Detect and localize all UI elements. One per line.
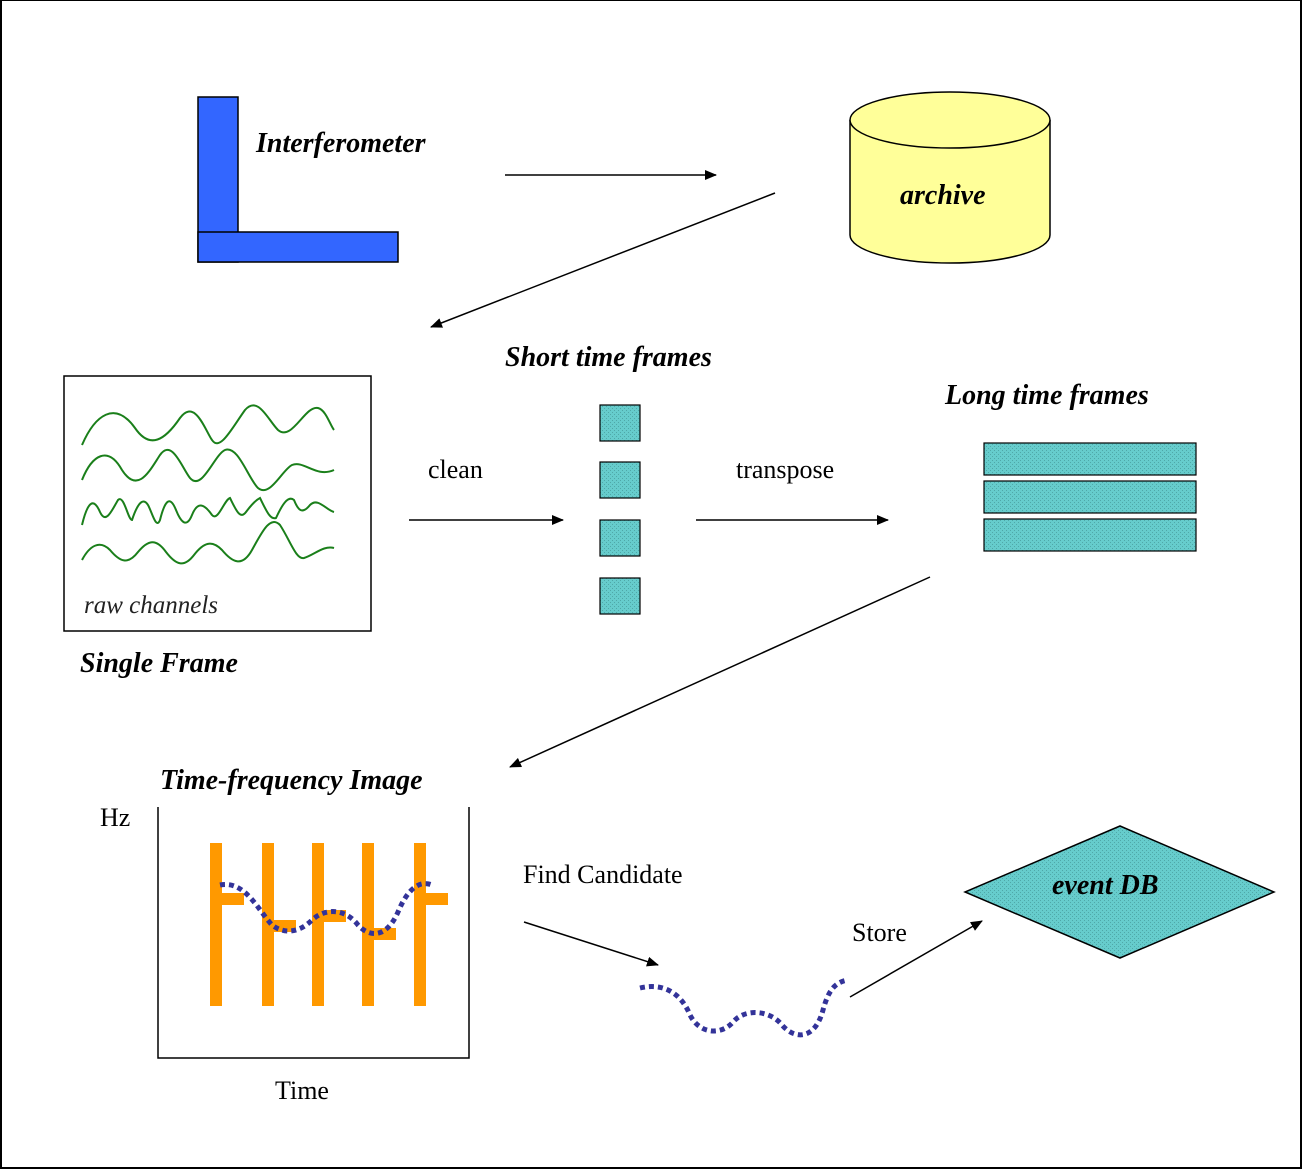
- candidate-track: [639, 977, 849, 1038]
- single-frame-label: Single Frame: [80, 648, 238, 679]
- arrow-to-single-frame: [430, 192, 776, 328]
- archive-cylinder: [849, 91, 1051, 264]
- find-candidate-label: Find Candidate: [523, 860, 683, 889]
- transpose-label: transpose: [736, 455, 835, 484]
- short-time-frames-label: Short time frames: [505, 342, 712, 373]
- long-time-frames: [983, 442, 1197, 552]
- interferometer-label: Interferometer: [256, 128, 426, 159]
- archive-label: archive: [900, 180, 986, 211]
- interferometer-icon: [197, 96, 399, 263]
- arrow-find-candidate: [523, 921, 659, 967]
- event-db-label: event DB: [1052, 870, 1159, 901]
- tf-candidate-track: [219, 881, 433, 937]
- time-axis-label: Time: [275, 1076, 329, 1105]
- raw-channels-label: raw channels: [84, 592, 219, 619]
- short-frame: [599, 404, 641, 442]
- short-frame: [599, 577, 641, 615]
- tf-bars: [210, 843, 448, 1006]
- long-frame: [983, 442, 1197, 476]
- long-frame: [983, 480, 1197, 514]
- hz-axis-label: Hz: [100, 803, 131, 832]
- arrow-to-tf-image: [509, 576, 931, 768]
- short-frame: [599, 519, 641, 557]
- long-frame: [983, 518, 1197, 552]
- short-frame: [599, 461, 641, 499]
- long-time-frames-label: Long time frames: [945, 380, 1149, 411]
- time-frequency-image-label: Time-frequency Image: [160, 765, 423, 796]
- arrow-store: [849, 920, 983, 998]
- clean-label: clean: [428, 455, 483, 484]
- tf-axes: [157, 807, 470, 1059]
- short-time-frames: [599, 404, 641, 615]
- event-db-diamond: [963, 825, 1276, 959]
- store-label: Store: [852, 918, 907, 947]
- raw-channel-waves: [81, 404, 335, 565]
